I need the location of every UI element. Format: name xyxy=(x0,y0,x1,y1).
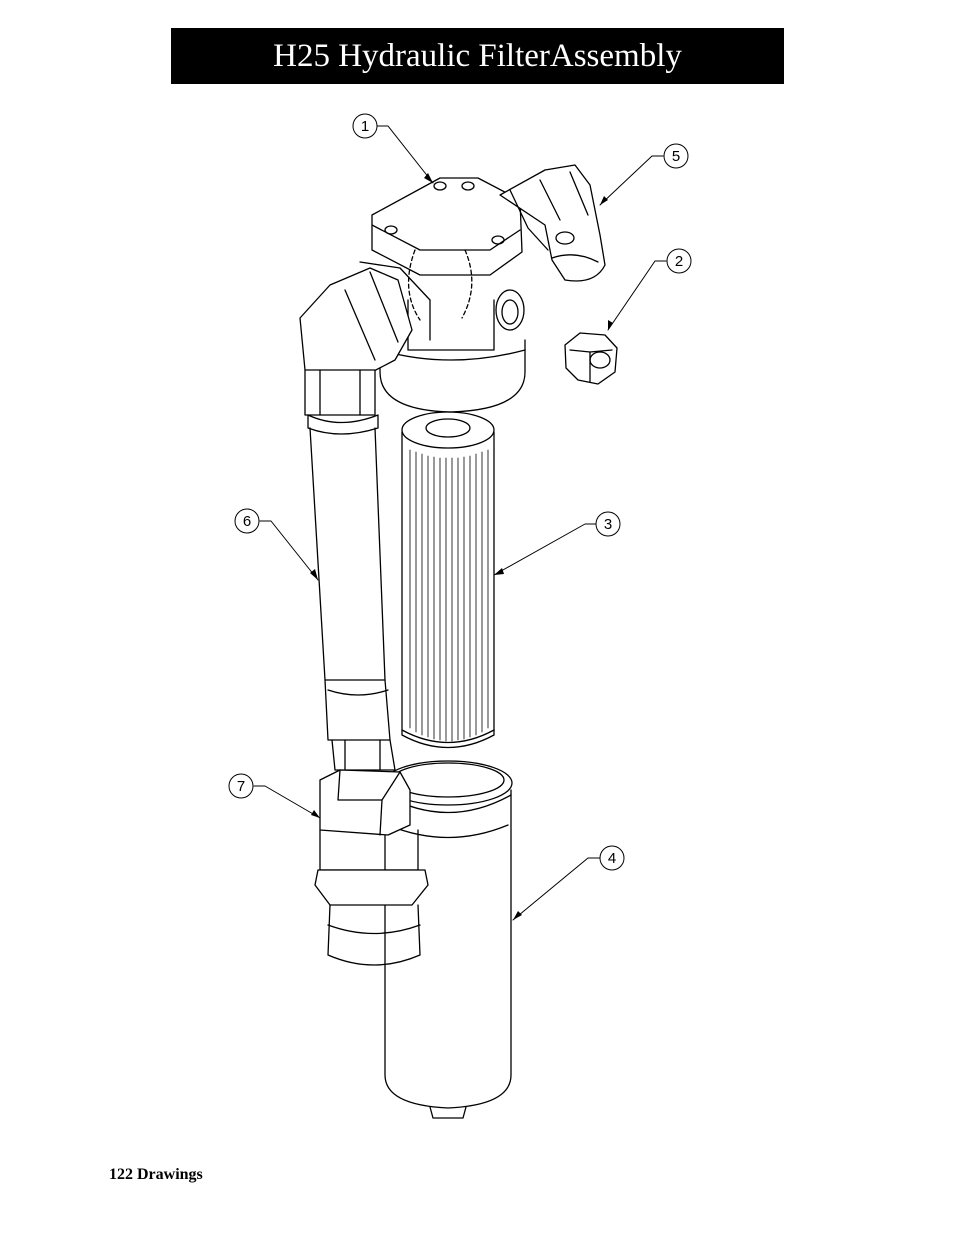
hose-assembly xyxy=(305,370,395,770)
callout-1-label: 1 xyxy=(361,118,369,135)
left-elbow xyxy=(300,262,430,376)
callout-4: 4 xyxy=(600,846,624,870)
callout-1: 1 xyxy=(353,114,377,138)
callout-6-label: 6 xyxy=(243,513,251,530)
callout-7-label: 7 xyxy=(237,778,245,795)
callout-4-label: 4 xyxy=(608,850,616,867)
callout-5: 5 xyxy=(664,144,688,168)
callout-2-label: 2 xyxy=(675,253,683,270)
callout-2: 2 xyxy=(667,249,691,273)
plug xyxy=(565,333,617,384)
callout-3: 3 xyxy=(596,512,620,536)
callout-5-label: 5 xyxy=(672,148,680,165)
callout-3-label: 3 xyxy=(604,516,612,533)
callout-6: 6 xyxy=(235,509,259,533)
callout-7: 7 xyxy=(229,774,253,798)
page-footer: 122 Drawings xyxy=(109,1166,203,1184)
filter-element xyxy=(402,412,494,748)
